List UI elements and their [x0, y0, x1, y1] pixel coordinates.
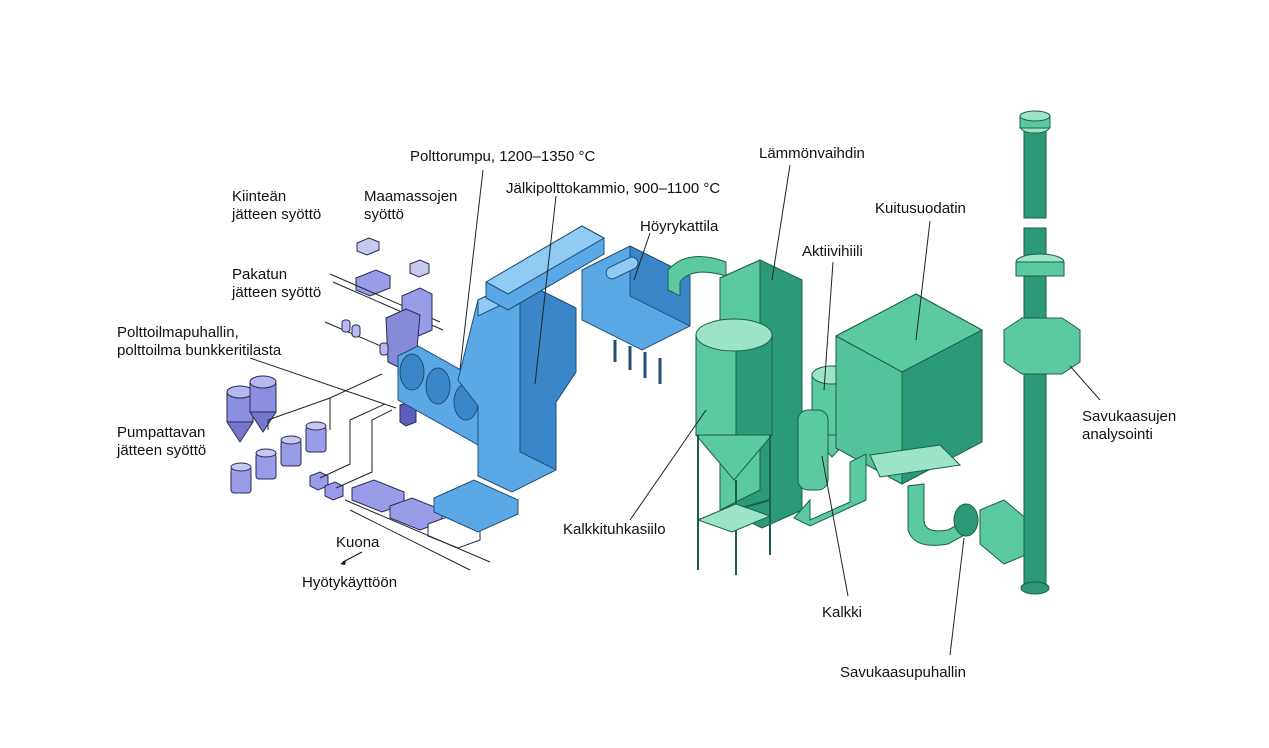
kiln-ring-1: [399, 353, 425, 391]
leader-lines: [249, 164, 1101, 656]
stack: [1003, 110, 1081, 595]
label-activated-carbon: Aktiivihiili: [802, 243, 863, 260]
label-soil-feed-line2: syöttö: [364, 206, 405, 223]
slag-carts: [351, 479, 481, 549]
label-flue-gas-analysis-line2: analysointi: [1082, 426, 1153, 443]
pumpable-waste-silos: [226, 375, 277, 443]
gas-cleaning-group: [667, 110, 1081, 595]
label-recycling: Hyötykäyttöön: [302, 574, 398, 591]
boiler-outlet-pipe: [667, 256, 727, 297]
label-soil-feed: Maamassojen syöttö: [364, 188, 457, 224]
label-packaged-waste-feed-line1: Pakatun: [232, 266, 288, 283]
label-solid-waste-feed-line2: jätteen syöttö: [232, 206, 322, 223]
soil-feeder: [409, 259, 430, 278]
label-soil-feed-line1: Maamassojen: [364, 188, 458, 205]
packaged-waste-cart: [355, 269, 391, 297]
label-pumpable-waste-feed-line2: jätteen syöttö: [117, 442, 207, 459]
waste-barrels: [230, 421, 327, 494]
label-fabric-filter: Kuitusuodatin: [875, 200, 966, 217]
label-lime: Kalkki: [822, 604, 863, 621]
label-combustion-air-blower-line2: polttoilma bunkkeritilasta: [117, 342, 282, 359]
label-flue-gas-fan: Savukaasupuhallin: [840, 664, 966, 681]
slag-duct: [433, 479, 519, 533]
stack-analysis-platform: [1003, 317, 1081, 375]
label-lime-ash-silo: Kalkkituhkasiilo: [563, 521, 666, 538]
label-flue-gas-analysis: Savukaasujen analysointi: [1082, 408, 1176, 444]
label-combustion-air-blower: Polttoilmapuhallin, polttoilma bunkkerit…: [117, 324, 281, 360]
small-drums: [341, 319, 389, 356]
label-rotary-kiln: Polttorumpu, 1200–1350 °C: [410, 148, 596, 165]
reactor: [797, 409, 829, 491]
solid-waste-feeder: [356, 237, 380, 256]
label-solid-waste-feed: Kiinteän jätteen syöttö: [232, 188, 321, 224]
label-packaged-waste-feed: Pakatun jätteen syöttö: [232, 266, 321, 302]
label-combustion-air-blower-line1: Polttoilmapuhallin,: [117, 324, 239, 341]
kiln-ring-2: [425, 367, 451, 405]
label-flue-gas-analysis-line1: Savukaasujen: [1082, 408, 1177, 425]
label-solid-waste-feed-line1: Kiinteän: [232, 188, 287, 205]
label-pumpable-waste-feed-line1: Pumpattavan: [117, 424, 206, 441]
boiler-hoppers: [613, 340, 662, 384]
flue-duct: [793, 453, 867, 527]
label-secondary-chamber: Jälkipolttokammio, 900–1100 °C: [506, 180, 721, 197]
waste-feed-group: [226, 237, 491, 571]
filter-hoppers: [869, 444, 962, 478]
flue-gas-fan: [953, 503, 979, 537]
waste-pump-2: [324, 481, 344, 501]
label-pumpable-waste-feed: Pumpattavan jätteen syöttö: [117, 424, 206, 460]
label-heat-exchanger: Lämmönvaihdin: [759, 145, 865, 162]
label-packaged-waste-feed-line2: jätteen syöttö: [232, 284, 322, 301]
combustion-group: [397, 225, 691, 533]
fan-housing: [979, 499, 1029, 565]
label-steam-boiler: Höyrykattila: [640, 218, 719, 235]
label-slag: Kuona: [336, 534, 380, 551]
boiler-drum: [605, 256, 639, 280]
lime-ash-silo: [694, 318, 774, 575]
